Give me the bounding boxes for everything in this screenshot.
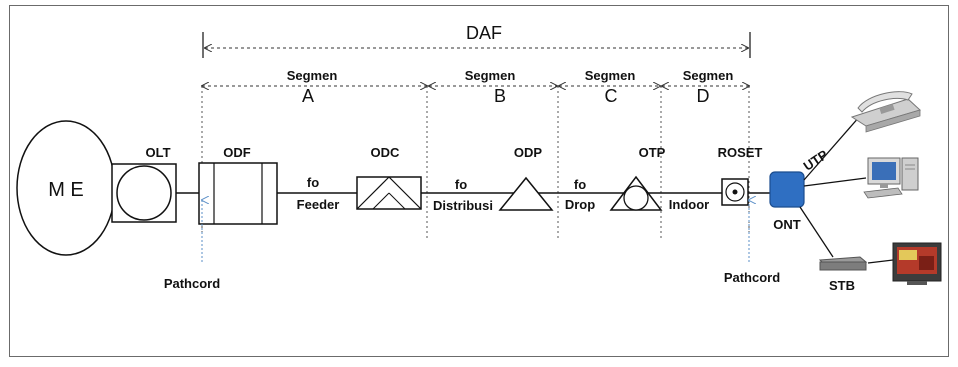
odp-label: ODP xyxy=(514,145,543,160)
odc-diag-4 xyxy=(388,192,406,210)
stb-to-tv-line xyxy=(867,259,894,264)
ont-label: ONT xyxy=(773,217,801,232)
distribusi-fo-label: fo xyxy=(455,177,467,192)
ont-to-pc-line xyxy=(803,177,867,187)
roset-dot xyxy=(732,189,738,195)
odp-node xyxy=(498,176,554,211)
stb-node xyxy=(818,256,868,271)
distribusi-label: Distribusi xyxy=(433,198,493,213)
indoor-label: Indoor xyxy=(669,197,709,212)
odc-label: ODC xyxy=(371,145,401,160)
segment-a-label: Segmen xyxy=(287,68,338,83)
odf-label: ODF xyxy=(223,145,251,160)
telephone-icon xyxy=(850,91,921,133)
otp-circle xyxy=(623,185,649,211)
odc-diag-2 xyxy=(388,176,422,210)
diagram-frame xyxy=(9,5,949,357)
segment-d-label: Segmen xyxy=(683,68,734,83)
ont-to-phone-line xyxy=(803,115,861,181)
olt-label: OLT xyxy=(145,145,170,160)
drop-fo-label: fo xyxy=(574,177,586,192)
segment-c-label: Segmen xyxy=(585,68,636,83)
tv-icon xyxy=(892,242,942,285)
drop-label: Drop xyxy=(565,197,595,212)
segment-a-letter: A xyxy=(302,86,314,106)
feeder-label: Feeder xyxy=(297,197,340,212)
segment-b-letter: B xyxy=(494,86,506,106)
odc-diag-3 xyxy=(372,192,390,210)
pathcord-right-label: Pathcord xyxy=(724,270,780,285)
olt-circle xyxy=(116,165,172,221)
computer-icon xyxy=(863,157,919,199)
odc-diag-1 xyxy=(356,176,390,210)
pathcord-left-label: Pathcord xyxy=(164,276,220,291)
feeder-fo-label: fo xyxy=(307,175,319,190)
otp-label: OTP xyxy=(639,145,666,160)
daf-title: DAF xyxy=(466,23,502,43)
segment-d-letter: D xyxy=(697,86,710,106)
ont-to-stb-line xyxy=(799,206,834,258)
me-label: M E xyxy=(48,179,84,201)
segment-c-letter: C xyxy=(605,86,618,106)
roset-label: ROSET xyxy=(718,145,763,160)
utp-label: UTP xyxy=(801,147,831,174)
stb-label: STB xyxy=(829,278,855,293)
segment-b-label: Segmen xyxy=(465,68,516,83)
odf-node xyxy=(198,162,278,225)
ont-node xyxy=(769,171,805,208)
